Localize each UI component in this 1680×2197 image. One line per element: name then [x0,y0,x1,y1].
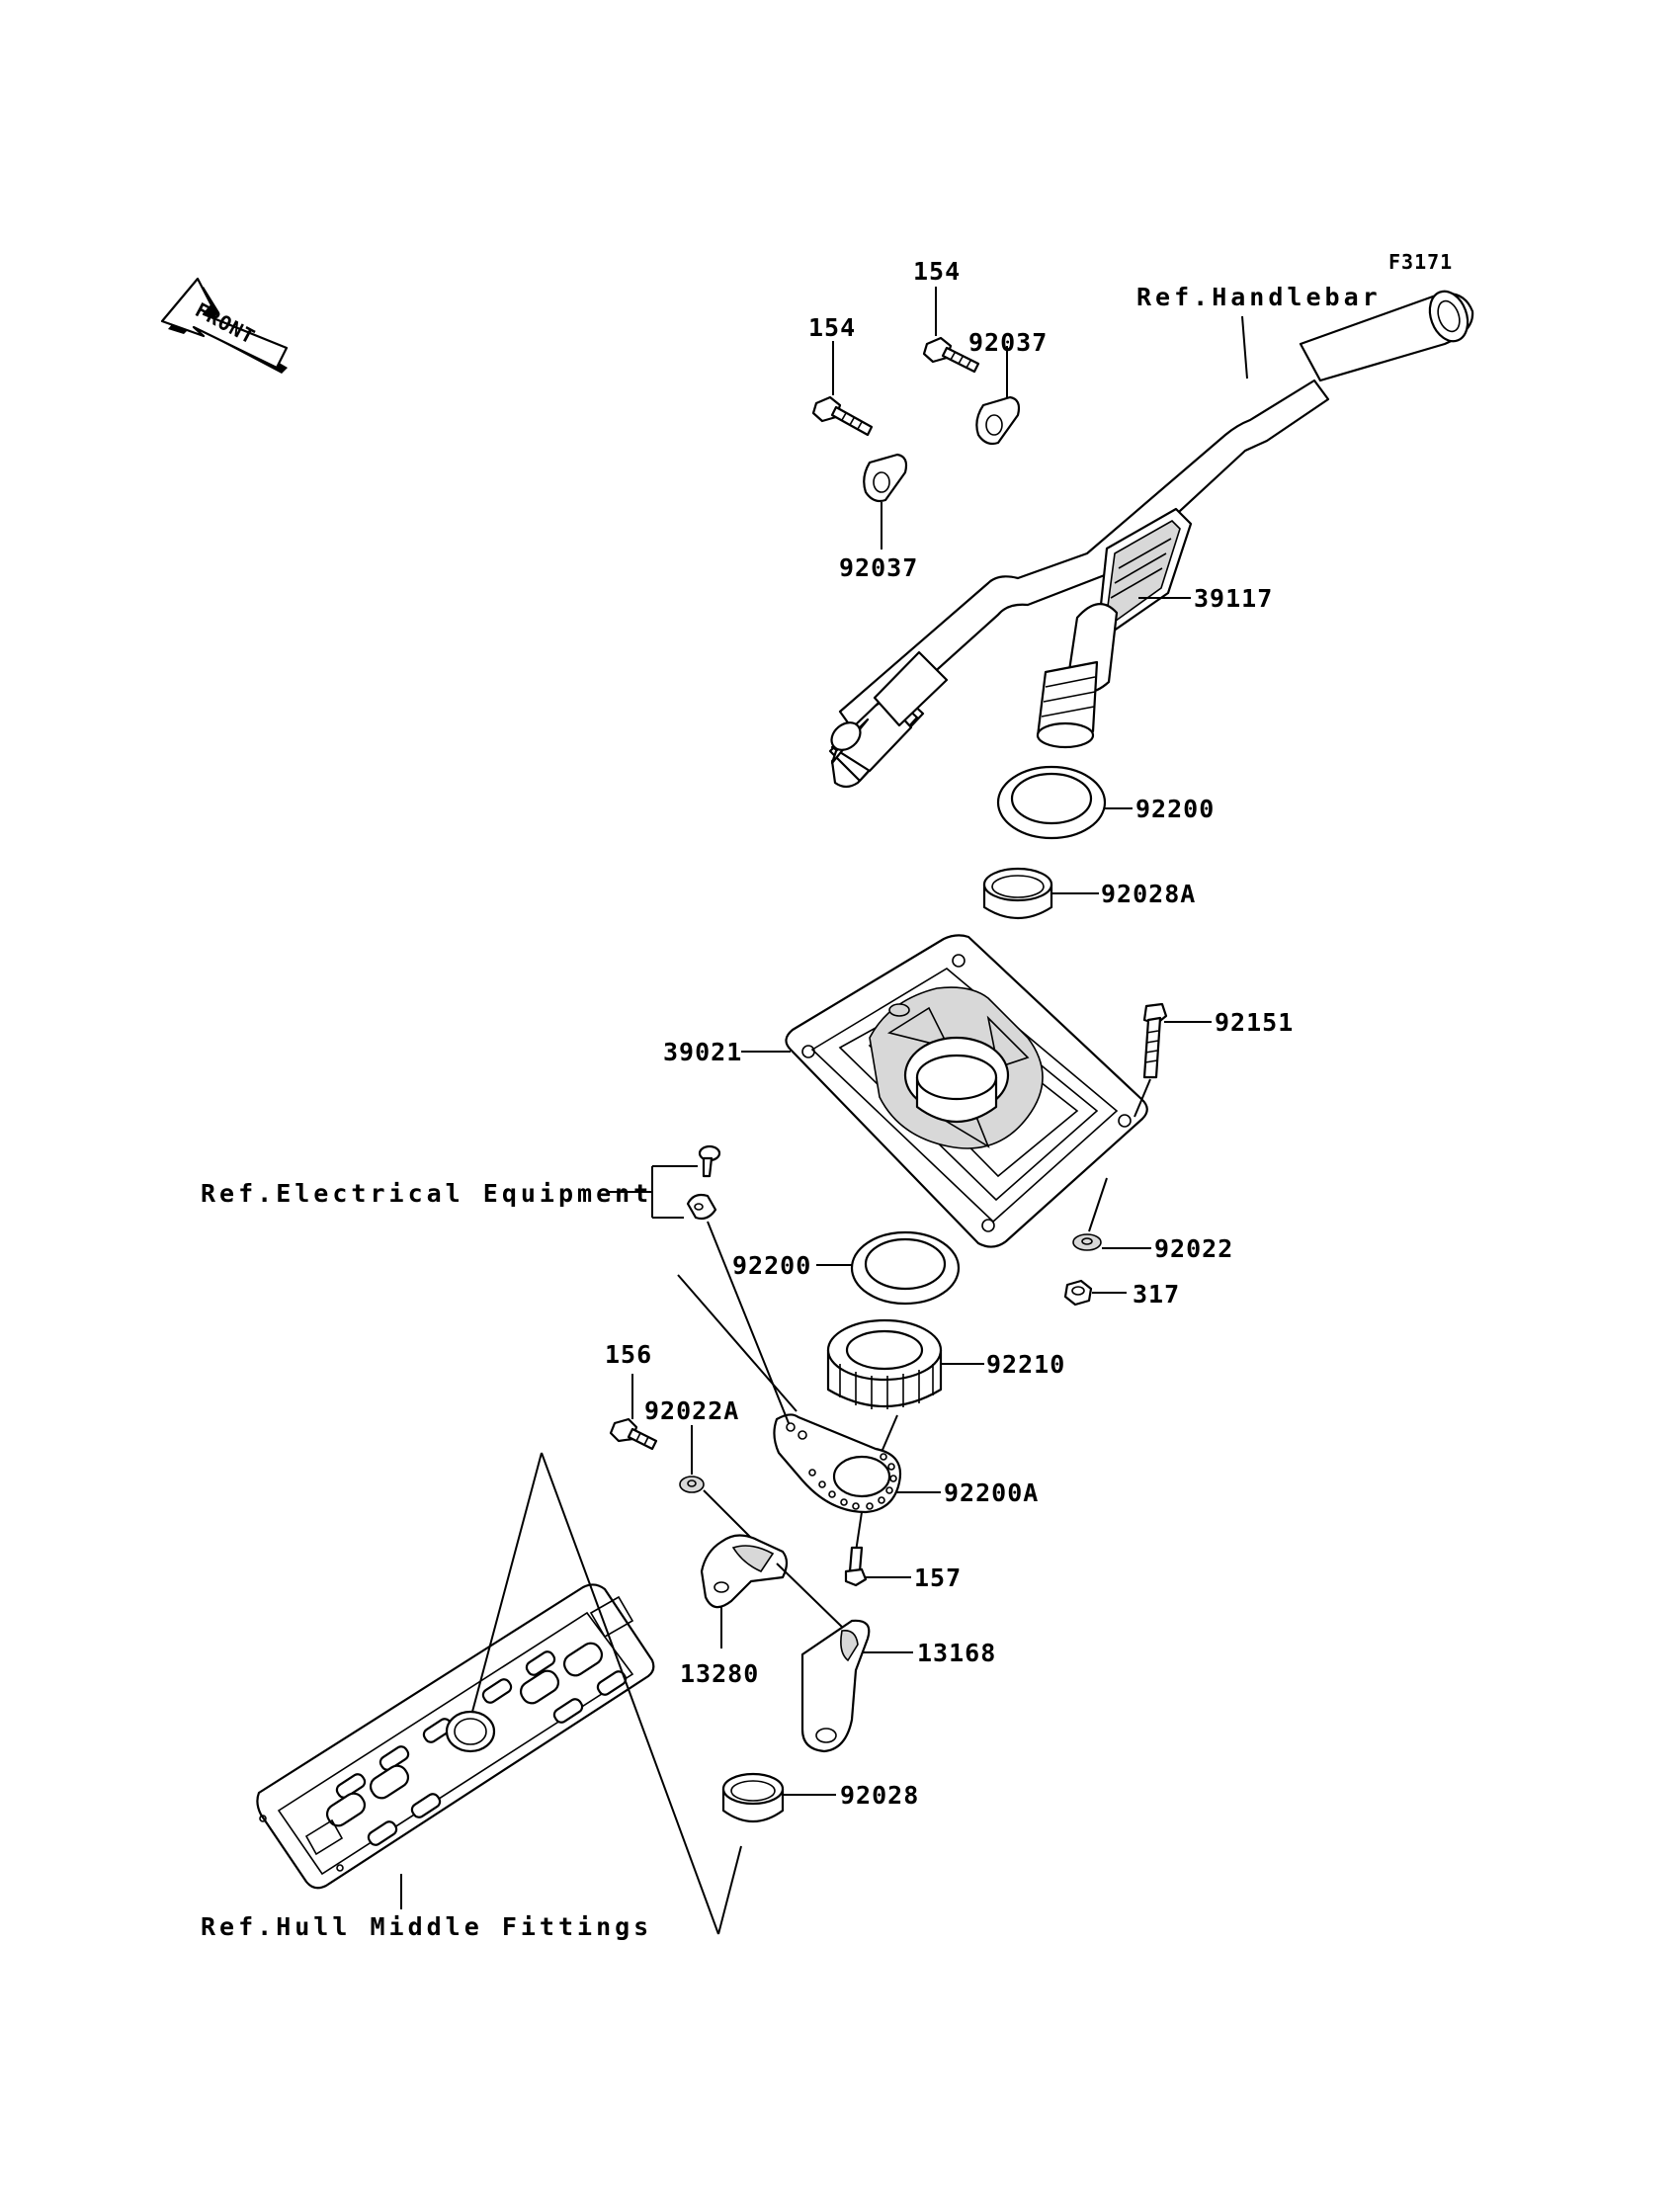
ref-electrical-label: Ref.Electrical Equipment [201,1179,652,1208]
part-92210 [826,1318,984,1458]
hull-fittings-ref [256,1452,742,1935]
part-154-bolt-right [922,287,980,374]
part-92037b-label: 92037 [839,553,918,582]
part-13168 [800,1619,913,1753]
part-39021 [741,934,1148,1248]
electrical-equipment-ref [607,1144,798,1412]
ref-hull-label: Ref.Hull Middle Fittings [201,1912,652,1941]
part-39117 [1036,507,1193,749]
part-92022A-label: 92022A [644,1396,739,1425]
part-13280 [700,1534,847,1648]
part-92028A-label: 92028A [1101,880,1196,908]
part-92022A [679,1425,752,1539]
figure-code: F3171 [1388,250,1453,274]
part-13280-label: 13280 [680,1659,759,1688]
part-39021-label: 39021 [663,1038,742,1066]
part-154-bolt-left [811,341,874,437]
handlebar-ref [828,290,1474,789]
part-39117-label: 39117 [1194,584,1273,613]
part-154b-label: 154 [913,257,961,286]
part-92151 [1134,1002,1212,1118]
part-92028-label: 92028 [840,1781,919,1810]
part-157-label: 157 [914,1563,962,1592]
front-arrow-icon: FRONT [160,277,289,374]
part-92200A-label: 92200A [944,1479,1039,1507]
part-92037a-label: 92037 [968,328,1048,357]
part-92028A [982,867,1099,919]
part-92210-label: 92210 [986,1350,1065,1379]
part-92028 [721,1772,836,1822]
part-156 [609,1374,658,1451]
part-92200-lower [816,1230,961,1306]
part-154a-label: 154 [808,313,856,342]
part-92022 [1072,1177,1151,1251]
part-156-label: 156 [605,1340,652,1369]
part-92200-upper [996,765,1133,840]
part-317-label: 317 [1133,1280,1180,1309]
part-92037-clamp-right [975,346,1021,446]
part-157 [844,1511,911,1587]
part-13168-label: 13168 [917,1639,996,1667]
part-92037-clamp-left [863,453,908,549]
part-92200A [773,1413,941,1514]
part-92151-label: 92151 [1215,1008,1294,1037]
part-92200b-label: 92200 [732,1251,811,1280]
part-92022-label: 92022 [1154,1234,1233,1263]
part-92200a-label: 92200 [1135,795,1215,823]
ref-handlebar-label: Ref.Handlebar [1136,283,1382,311]
part-317 [1063,1279,1127,1307]
